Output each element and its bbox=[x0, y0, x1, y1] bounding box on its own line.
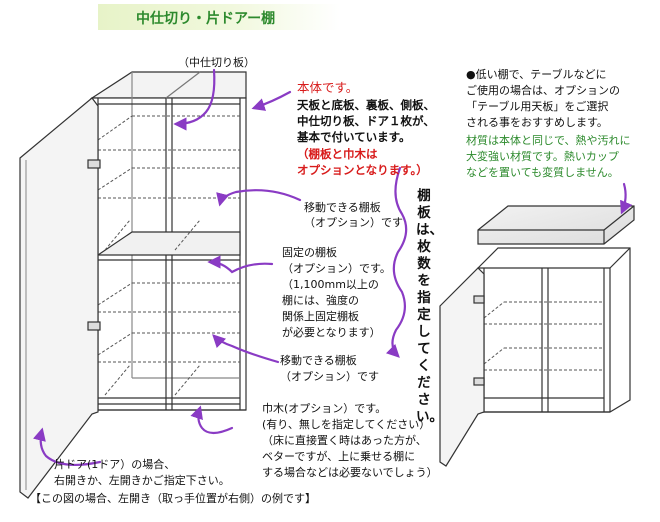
body-line-2: 中仕切り板、ドア１枚が、 bbox=[297, 114, 435, 128]
callout-arrows bbox=[33, 68, 633, 467]
low-shelf-note-2: ご使用の場合は、オプションの bbox=[466, 84, 620, 97]
door-line-3: 【この図の場合、左開き（取っ手位置が右側）の例です】 bbox=[30, 492, 316, 505]
movable-shelf-1-line-2: （オプション）です bbox=[304, 216, 403, 229]
low-shelf-note-4: される事をおすすめします。 bbox=[466, 116, 608, 129]
skirting-line-4: ベターですが、上に乗せる棚に bbox=[262, 450, 416, 463]
fixed-shelf-line-6: が必要となります） bbox=[282, 326, 381, 339]
skirting-line-2: (有り、無しを指定してください） bbox=[262, 418, 431, 431]
skirting-line-5: する場合などは必要ないでしょう） bbox=[262, 466, 438, 479]
low-shelf-note-3: 「テーブル用天板」をご選択 bbox=[466, 100, 609, 113]
door-line-2: 右開きか、左開きかご指定下さい。 bbox=[54, 474, 230, 487]
low-shelf-green-1: 材質は本体と同じで、熱や汚れに bbox=[466, 134, 631, 147]
body-note-2: オプションとなります。） bbox=[297, 163, 428, 177]
vertical-shelf-count-note: 棚板は、枚数を指定してください。 bbox=[416, 188, 443, 425]
low-shelf-green-2: 大変強い材質です。熱いカップ bbox=[466, 150, 619, 163]
low-cabinet-door bbox=[439, 267, 485, 467]
body-heading: 本体です。 bbox=[297, 80, 359, 95]
body-line-1: 天板と底板、裏板、側板、 bbox=[297, 98, 435, 112]
fixed-shelf-line-3: （1,100mm以上の bbox=[282, 278, 379, 291]
low-shelf-note-1: ●低い棚で、テーブルなどに bbox=[466, 68, 607, 81]
fixed-shelf-line-4: 棚には、強度の bbox=[282, 294, 359, 307]
movable-shelves bbox=[97, 115, 240, 396]
low-cabinet bbox=[477, 205, 635, 413]
fixed-shelf-line-5: 関係上固定棚板 bbox=[282, 310, 359, 323]
fixed-shelf-line-2: （オプション）です。 bbox=[282, 262, 391, 275]
body-line-3: 基本で付いています。 bbox=[297, 130, 411, 144]
movable-shelf-2-line-2: （オプション）です bbox=[280, 370, 379, 383]
door-line-1: 片ドア(1ドア）の場合、 bbox=[54, 458, 176, 471]
body-note-1: （棚板と巾木は bbox=[297, 147, 378, 161]
skirting-line-1: 巾木(オプション）です。 bbox=[262, 402, 387, 415]
title-band bbox=[98, 4, 340, 30]
fixed-shelf-line-1: 固定の棚板 bbox=[282, 246, 337, 259]
main-door bbox=[19, 97, 101, 499]
movable-shelf-2-line-1: 移動できる棚板 bbox=[280, 354, 357, 367]
skirting-line-3: （床に直接置く時はあった方が、 bbox=[262, 434, 427, 447]
low-shelf-green-3: などを置いても変質しません。 bbox=[466, 166, 619, 179]
divider-label: （中仕切り板） bbox=[178, 56, 255, 69]
main-cabinet bbox=[89, 71, 247, 411]
movable-shelf-1-line-1: 移動できる棚板 bbox=[304, 201, 381, 214]
diagram-title: 中仕切り・片ドアー棚 bbox=[136, 11, 276, 27]
low-cabinet-shelves bbox=[483, 301, 604, 371]
